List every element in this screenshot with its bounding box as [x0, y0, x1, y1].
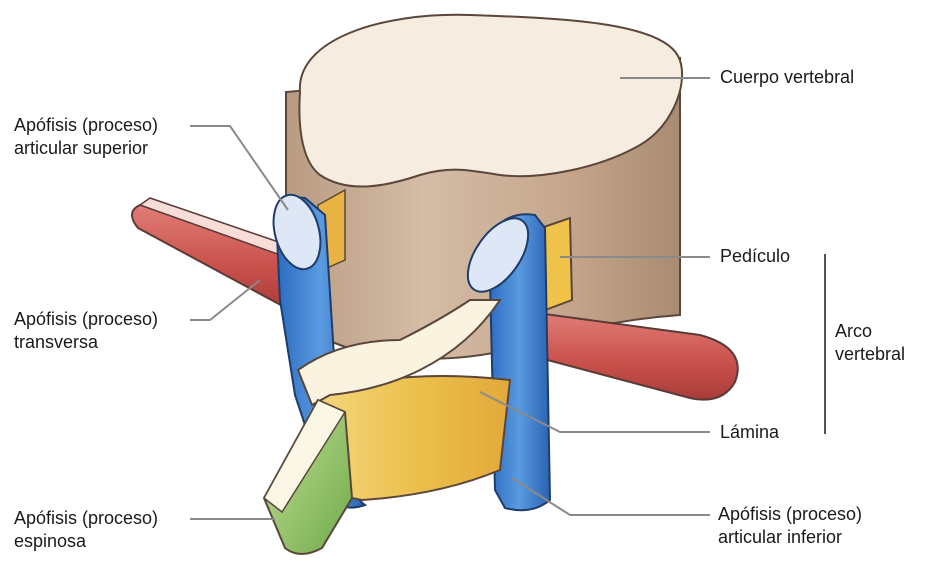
label-arco-line1: Arco	[835, 320, 905, 343]
label-cuerpo-vertebral: Cuerpo vertebral	[720, 66, 854, 89]
label-pediculo: Pedículo	[720, 245, 790, 268]
label-articular-inferior: Apófisis (proceso) articular inferior	[718, 503, 862, 549]
label-espinosa-line2: espinosa	[14, 530, 158, 553]
label-transversa: Apófisis (proceso) transversa	[14, 308, 158, 354]
label-articular-superior-line2: articular superior	[14, 137, 158, 160]
label-articular-inferior-line2: articular inferior	[718, 526, 862, 549]
label-articular-inferior-line1: Apófisis (proceso)	[718, 503, 862, 526]
label-espinosa: Apófisis (proceso) espinosa	[14, 507, 158, 553]
label-transversa-line1: Apófisis (proceso)	[14, 308, 158, 331]
label-articular-superior-line1: Apófisis (proceso)	[14, 114, 158, 137]
label-arco-line2: vertebral	[835, 343, 905, 366]
label-transversa-line2: transversa	[14, 331, 158, 354]
leader-articular-superior	[190, 126, 288, 210]
label-espinosa-line1: Apófisis (proceso)	[14, 507, 158, 530]
label-articular-superior: Apófisis (proceso) articular superior	[14, 114, 158, 160]
label-lamina: Lámina	[720, 421, 779, 444]
label-arco-vertebral: Arco vertebral	[835, 320, 905, 366]
